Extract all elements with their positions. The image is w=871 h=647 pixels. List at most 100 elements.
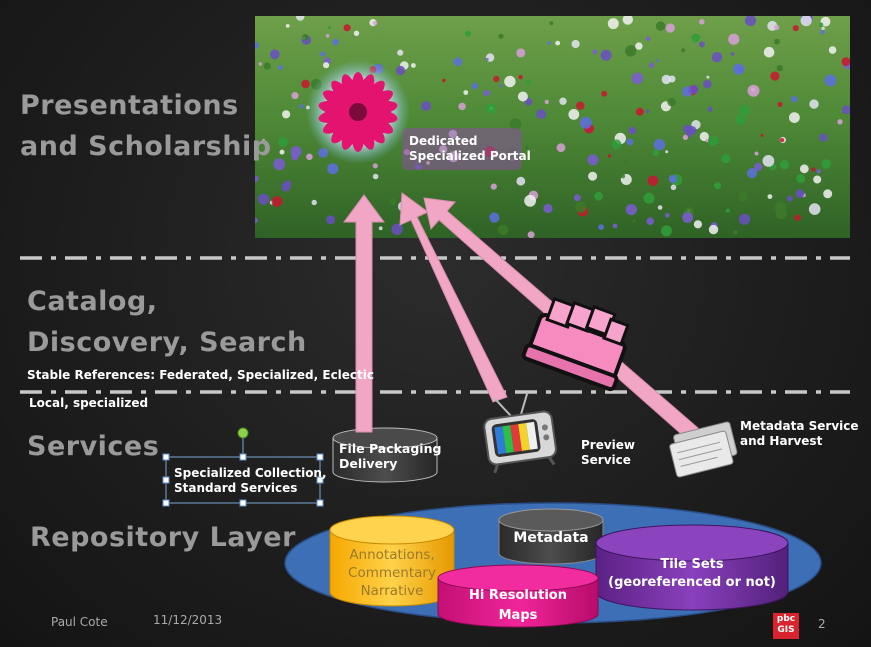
arrow-file-packaging <box>343 194 385 433</box>
meadow-flower <box>421 101 432 111</box>
meadow-flower <box>499 84 503 88</box>
specialized-collection-box[interactable] <box>162 427 324 507</box>
meadow-flower <box>285 24 290 28</box>
meadow-flower <box>737 191 748 202</box>
meadow-flower <box>624 159 628 164</box>
resize-handles[interactable] <box>162 453 324 507</box>
tile-sets-line1: Tile Sets <box>660 557 724 572</box>
meadow-flower <box>645 36 651 41</box>
meadow-flower <box>699 131 709 142</box>
meadow-flower <box>744 16 757 27</box>
meadow-flower <box>763 46 775 58</box>
tile-sets-cylinder <box>595 524 789 611</box>
meadow-flower <box>323 62 330 69</box>
meadow-flower <box>464 30 471 37</box>
meadow-flower <box>635 42 643 50</box>
meadow-flower <box>841 105 850 115</box>
preview-line1: Preview <box>581 438 636 452</box>
rotate-handle[interactable] <box>237 427 249 439</box>
meadow-flower <box>796 174 806 183</box>
meadow-flower <box>689 84 699 94</box>
meadow-flower <box>730 52 735 56</box>
meadow-flower <box>571 39 580 49</box>
meadow-flower <box>327 163 339 175</box>
gerbera-center <box>349 103 367 121</box>
meadow-flower <box>652 149 660 157</box>
meadow-flower <box>490 183 497 190</box>
hi-resolution-line1: Hi Resolution <box>469 588 567 603</box>
meadow-flower <box>698 41 705 48</box>
meadow-flower <box>668 75 676 83</box>
specialized-line1: Specialized Collection, <box>174 466 327 480</box>
tile-sets-line2: (georeferenced or not) <box>608 575 776 590</box>
meadow-flower <box>735 114 746 125</box>
preview-service-label: Preview Service <box>581 438 635 468</box>
layer-title-presentations-line1: Presentations <box>20 90 239 121</box>
meadow-flower <box>277 65 283 70</box>
meadow-flower <box>665 213 670 218</box>
meadow-flower <box>498 224 509 235</box>
meadow-flower <box>786 195 793 202</box>
meadow-flower <box>774 24 780 31</box>
meadow-flower <box>646 217 655 225</box>
meadow-flower <box>760 133 764 137</box>
meadow-flower <box>821 159 832 169</box>
file-packaging-line2: Delivery <box>339 456 398 471</box>
meadow-flower <box>255 217 258 224</box>
meadow-flower <box>328 26 332 30</box>
meadow-flower <box>486 103 497 114</box>
meadow-flower <box>301 79 310 89</box>
meadow-flower <box>655 59 659 63</box>
meadow-flower <box>601 90 608 97</box>
logo-text-top: pbc <box>776 614 796 624</box>
meadow-flower <box>257 193 270 205</box>
meadow-flower <box>395 65 406 76</box>
meadow-flower <box>516 48 526 58</box>
meadow-flower <box>556 143 566 153</box>
tv-icon <box>483 391 557 474</box>
meadow-flower <box>498 33 504 39</box>
metadata-service-label: Metadata Service and Harvest <box>740 419 859 449</box>
specialized-collection-label[interactable]: Specialized Collection, Standard Service… <box>174 466 327 496</box>
layer-title-presentations: Presentations and Scholarship <box>20 85 272 167</box>
logo-text: pbc GIS <box>773 614 799 636</box>
meadow-flower <box>291 92 299 100</box>
meadow-flower <box>600 49 612 61</box>
meadow-flower <box>278 137 289 147</box>
meadow-flower <box>699 19 705 25</box>
meadow-flower <box>263 62 271 70</box>
meadow-flower <box>813 175 822 184</box>
meadow-flower <box>670 184 677 191</box>
meadow-flower <box>320 51 326 57</box>
gerbera-flower-icon <box>318 72 398 152</box>
meadow-flower <box>747 168 758 179</box>
meadow-flower <box>290 146 302 157</box>
meadow-flower <box>544 99 549 105</box>
meadow-flower <box>653 138 666 151</box>
meadow-flower <box>837 119 843 125</box>
meadow-flower <box>794 214 801 221</box>
meadow-flower <box>536 109 547 120</box>
meadow-flower <box>754 162 763 171</box>
meadow-flower <box>378 226 383 231</box>
meadow-flower <box>372 173 379 180</box>
meadow-flower <box>525 79 531 85</box>
meadow-flower <box>611 139 622 150</box>
meadow-flower <box>372 21 378 26</box>
meadow-flower <box>489 212 500 223</box>
meadow-flower <box>774 38 780 45</box>
file-packaging-label: File Packaging Delivery <box>339 441 441 471</box>
meadow-flower <box>681 48 686 53</box>
meadow-flower <box>821 26 825 31</box>
meadow-flower <box>708 135 719 146</box>
metadata-service-line1: Metadata Service <box>740 419 859 433</box>
meadow-flower <box>691 33 701 43</box>
meadow-flower <box>655 21 666 31</box>
meadow-flower <box>607 18 619 30</box>
card-file-icon <box>521 296 630 392</box>
meadow-flower <box>779 137 785 143</box>
layer-title-presentations-line2: and Scholarship <box>20 131 272 162</box>
preview-line2: Service <box>581 453 631 467</box>
